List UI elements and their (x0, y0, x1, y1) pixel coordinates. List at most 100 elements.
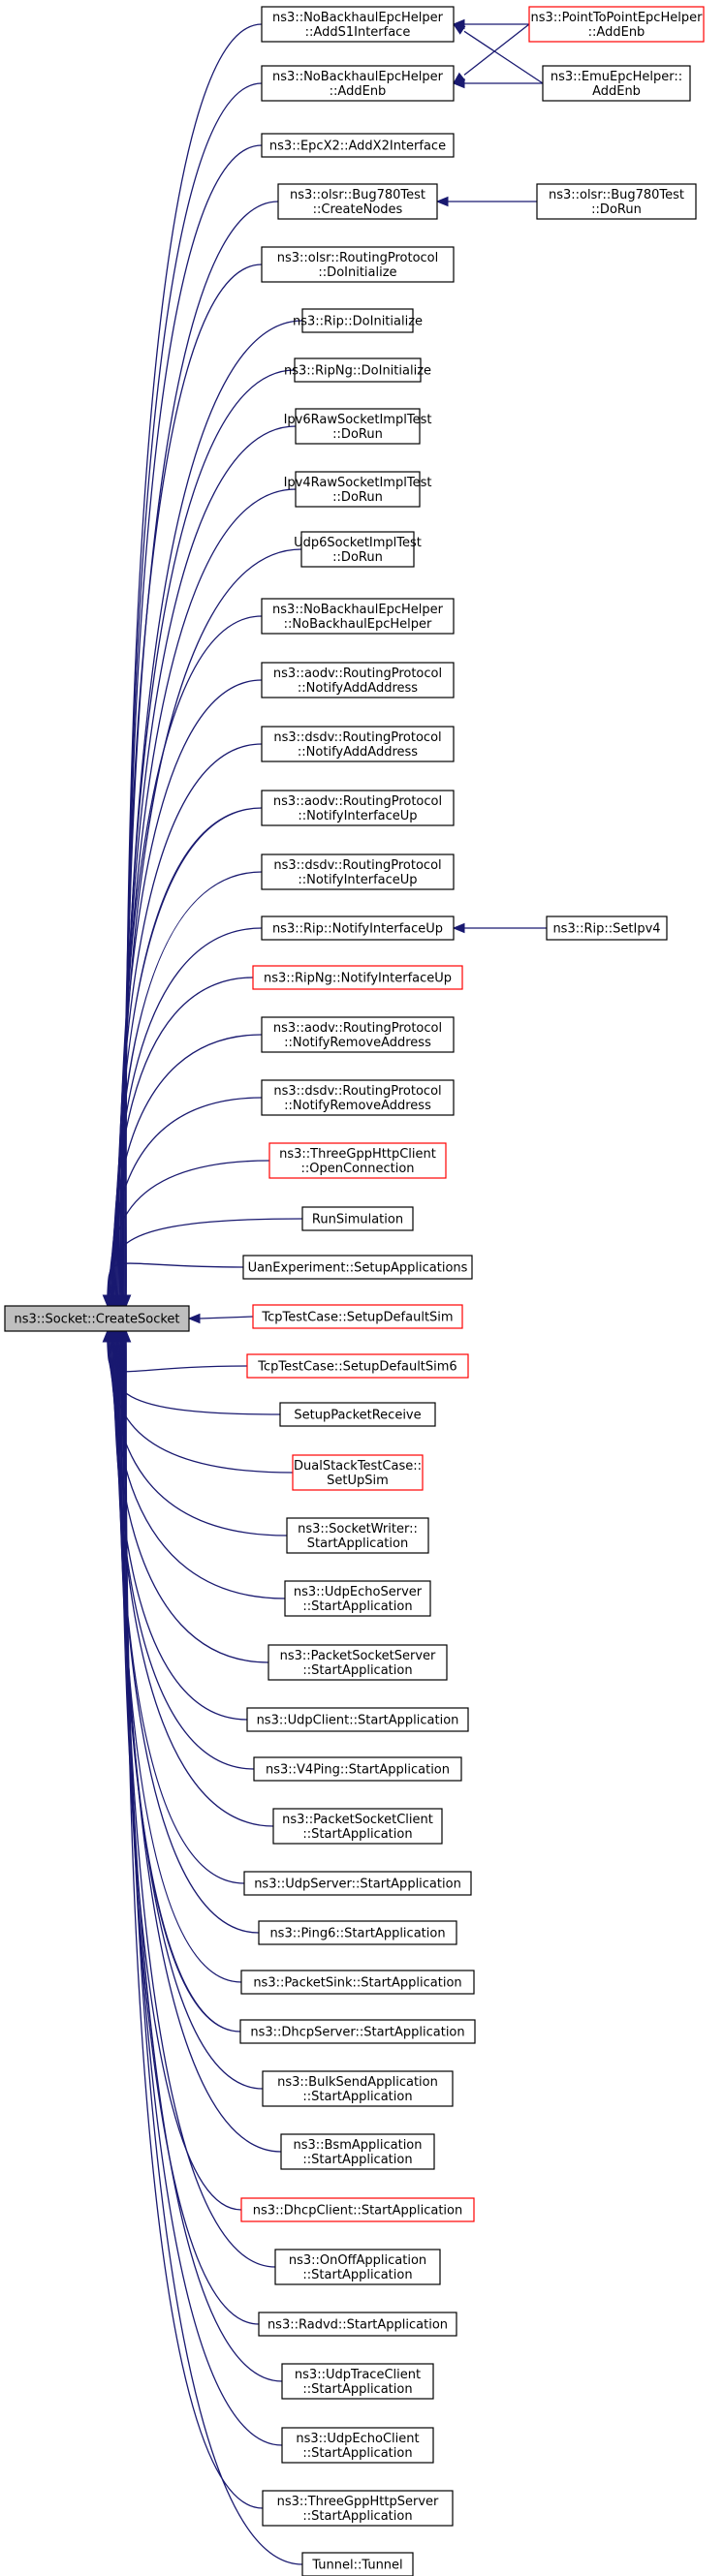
node-n27[interactable]: ns3::UdpEchoServer::StartApplication (284, 1580, 431, 1617)
node-n19[interactable]: ns3::ThreeGppHttpClient::OpenConnection (268, 1142, 447, 1179)
node-box (258, 1920, 457, 1945)
node-box (536, 183, 697, 220)
node-n11[interactable]: ns3::aodv::RoutingProtocol::NotifyAddAdd… (261, 662, 455, 698)
edge-n44-to-root (125, 1340, 303, 2565)
node-n20[interactable]: RunSimulation (301, 1206, 414, 1231)
node-label: ::AddEnb (330, 84, 387, 99)
node-n38[interactable]: ns3::DhcpClient::StartApplication (240, 2197, 475, 2222)
node-box (261, 662, 455, 698)
edge-n27-to-root (110, 1340, 286, 1599)
node-c0[interactable]: ns3::PointToPointEpcHelper::AddEnb (528, 6, 705, 43)
node-n13[interactable]: ns3::aodv::RoutingProtocol::NotifyInterf… (261, 790, 455, 826)
node-label: Udp6SocketImplTest (294, 536, 422, 550)
arrowhead-c1-n1 (452, 78, 465, 89)
node-n44[interactable]: Tunnel::Tunnel (301, 2552, 414, 2576)
node-box (246, 1707, 469, 1732)
node-label: ::NotifyAddAddress (298, 745, 418, 760)
node-n16[interactable]: ns3::RipNg::NotifyInterfaceUp (252, 965, 463, 990)
node-n9[interactable]: Udp6SocketImplTest::DoRun (294, 531, 422, 568)
node-n43[interactable]: ns3::ThreeGppHttpServer::StartApplicatio… (262, 2490, 454, 2527)
edge-n3-to-root (124, 201, 279, 1297)
node-label: ns3::PacketSink::StartApplication (253, 1976, 461, 1991)
arrowhead-c3-n15 (452, 922, 465, 934)
node-n3[interactable]: ns3::olsr::Bug780Test::CreateNodes (277, 183, 438, 220)
node-label: ns3::BsmApplication (293, 2138, 422, 2153)
node-n25[interactable]: DualStackTestCase::SetUpSim (292, 1454, 424, 1491)
node-label: ns3::PacketSocketServer (280, 1649, 436, 1663)
node-label: ns3::ThreeGppHttpServer (277, 2495, 439, 2509)
node-box (240, 2197, 475, 2222)
node-n29[interactable]: ns3::UdpClient::StartApplication (246, 1707, 469, 1732)
node-c2[interactable]: ns3::olsr::Bug780Test::DoRun (536, 183, 697, 220)
node-n22[interactable]: TcpTestCase::SetupDefaultSim (252, 1304, 463, 1329)
node-n41[interactable]: ns3::UdpTraceClient::StartApplication (281, 2363, 434, 2400)
node-label: ::NotifyInterfaceUp (298, 809, 417, 823)
node-n5[interactable]: ns3::Rip::DoInitialize (293, 308, 423, 333)
node-n4[interactable]: ns3::olsr::RoutingProtocol::DoInitialize (261, 246, 455, 283)
edge-n25-to-root (109, 1340, 294, 1474)
node-n8[interactable]: Ipv4RawSocketImplTest::DoRun (284, 471, 432, 508)
node-n35[interactable]: ns3::DhcpServer::StartApplication (239, 2019, 476, 2044)
node-n36[interactable]: ns3::BulkSendApplication::StartApplicati… (262, 2070, 454, 2107)
node-n31[interactable]: ns3::PacketSocketClient::StartApplicatio… (272, 1808, 443, 1845)
node-label: ns3::UdpClient::StartApplication (257, 1714, 459, 1728)
node-box (258, 2312, 457, 2337)
node-label: ::StartApplication (302, 2446, 412, 2461)
node-label: ns3::aodv::RoutingProtocol (273, 794, 442, 809)
node-n34[interactable]: ns3::PacketSink::StartApplication (240, 1970, 475, 1995)
node-box (546, 916, 668, 941)
node-n32[interactable]: ns3::UdpServer::StartApplication (243, 1871, 472, 1896)
node-box (261, 916, 455, 941)
node-n2[interactable]: ns3::EpcX2::AddX2Interface (261, 133, 455, 158)
node-n40[interactable]: ns3::Radvd::StartApplication (258, 2312, 457, 2337)
arrowhead-c1-n0 (452, 23, 466, 35)
node-n37[interactable]: ns3::BsmApplication::StartApplication (280, 2133, 435, 2170)
node-n7[interactable]: Ipv6RawSocketImplTest::DoRun (284, 408, 432, 445)
edge-n31-to-root (114, 1340, 274, 1827)
node-n12[interactable]: ns3::dsdv::RoutingProtocol::NotifyAddAdd… (261, 726, 455, 762)
node-label: SetupPacketReceive (294, 1409, 421, 1423)
node-label: ns3::PacketSocketClient (282, 1813, 433, 1827)
node-box (253, 1756, 462, 1782)
node-box (268, 1142, 447, 1179)
node-box (295, 408, 421, 445)
node-label: ns3::NoBackhaulEpcHelper (272, 11, 444, 25)
node-label: ns3::dsdv::RoutingProtocol (273, 730, 441, 745)
node-box (243, 1871, 472, 1896)
node-n23[interactable]: TcpTestCase::SetupDefaultSim6 (246, 1353, 469, 1379)
node-n15[interactable]: ns3::Rip::NotifyInterfaceUp (261, 916, 455, 941)
node-n28[interactable]: ns3::PacketSocketServer::StartApplicatio… (268, 1644, 448, 1681)
node-root[interactable]: ns3::Socket::CreateSocket (4, 1305, 190, 1332)
node-label: ns3::EpcX2::AddX2Interface (269, 140, 446, 154)
node-label: ns3::olsr::Bug780Test (549, 188, 684, 202)
node-box (262, 2490, 454, 2527)
node-n21[interactable]: UanExperiment::SetupApplications (242, 1255, 473, 1280)
node-c3[interactable]: ns3::Rip::SetIpv4 (546, 916, 668, 941)
node-n14[interactable]: ns3::dsdv::RoutingProtocol::NotifyInterf… (261, 853, 455, 890)
edge-n16-to-root (111, 977, 254, 1297)
node-box (261, 726, 455, 762)
node-n17[interactable]: ns3::aodv::RoutingProtocol::NotifyRemove… (261, 1016, 455, 1053)
node-n6[interactable]: ns3::RipNg::DoInitialize (284, 357, 431, 383)
node-label: Tunnel::Tunnel (311, 2559, 402, 2573)
node-n30[interactable]: ns3::V4Ping::StartApplication (253, 1756, 462, 1782)
node-n42[interactable]: ns3::UdpEchoClient::StartApplication (281, 2427, 434, 2464)
node-n10[interactable]: ns3::NoBackhaulEpcHelper::NoBackhaulEpcH… (261, 598, 455, 635)
node-n26[interactable]: ns3::SocketWriter::StartApplication (286, 1517, 429, 1554)
node-box (295, 471, 421, 508)
node-n18[interactable]: ns3::dsdv::RoutingProtocol::NotifyRemove… (261, 1079, 455, 1116)
edge-n10-to-root (117, 615, 263, 1297)
edge-n38-to-root (120, 1340, 242, 2211)
edge-n43-to-root (125, 1340, 264, 2509)
node-n1[interactable]: ns3::NoBackhaulEpcHelper::AddEnb (261, 65, 455, 102)
node-label: ::StartApplication (302, 2509, 412, 2524)
node-box (261, 6, 455, 43)
node-box (279, 1402, 436, 1427)
edge-n30-to-root (113, 1340, 255, 1770)
node-label: ns3::DhcpClient::StartApplication (253, 2204, 462, 2219)
node-n0[interactable]: ns3::NoBackhaulEpcHelper::AddS1Interface (261, 6, 455, 43)
node-c1[interactable]: ns3::EmuEpcHelper::AddEnb (542, 65, 691, 102)
node-n39[interactable]: ns3::OnOffApplication::StartApplication (274, 2249, 441, 2285)
node-n33[interactable]: ns3::Ping6::StartApplication (258, 1920, 457, 1945)
node-n24[interactable]: SetupPacketReceive (279, 1402, 436, 1427)
